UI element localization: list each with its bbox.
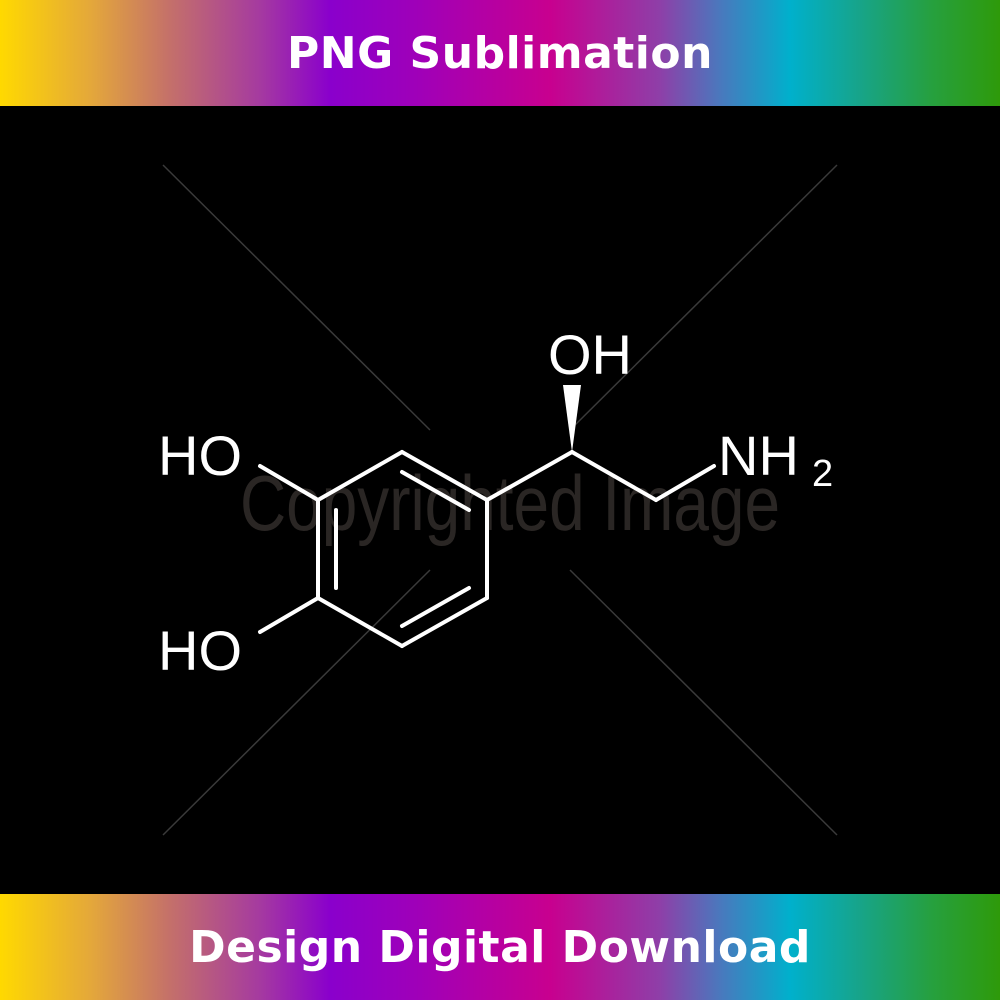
wedge-bond bbox=[563, 385, 581, 452]
bottom-banner: Design Digital Download bbox=[0, 894, 1000, 1000]
banner-title: PNG Sublimation bbox=[287, 27, 713, 79]
label-nh: NH bbox=[718, 424, 799, 487]
label-ho-lower: HO bbox=[158, 619, 242, 682]
top-banner: PNG Sublimation bbox=[0, 0, 1000, 106]
label-nh-subscript: 2 bbox=[812, 453, 833, 495]
label-oh-top: OH bbox=[548, 323, 632, 386]
molecule-bonds bbox=[258, 450, 716, 648]
banner-subtitle: Design Digital Download bbox=[189, 921, 811, 973]
watermark-lines bbox=[162, 164, 838, 836]
label-ho-upper: HO bbox=[158, 424, 242, 487]
watermark-text: Copyrighted Image bbox=[240, 459, 780, 547]
molecule-artwork: Copyrighted Image OH HO HO bbox=[0, 106, 1000, 894]
